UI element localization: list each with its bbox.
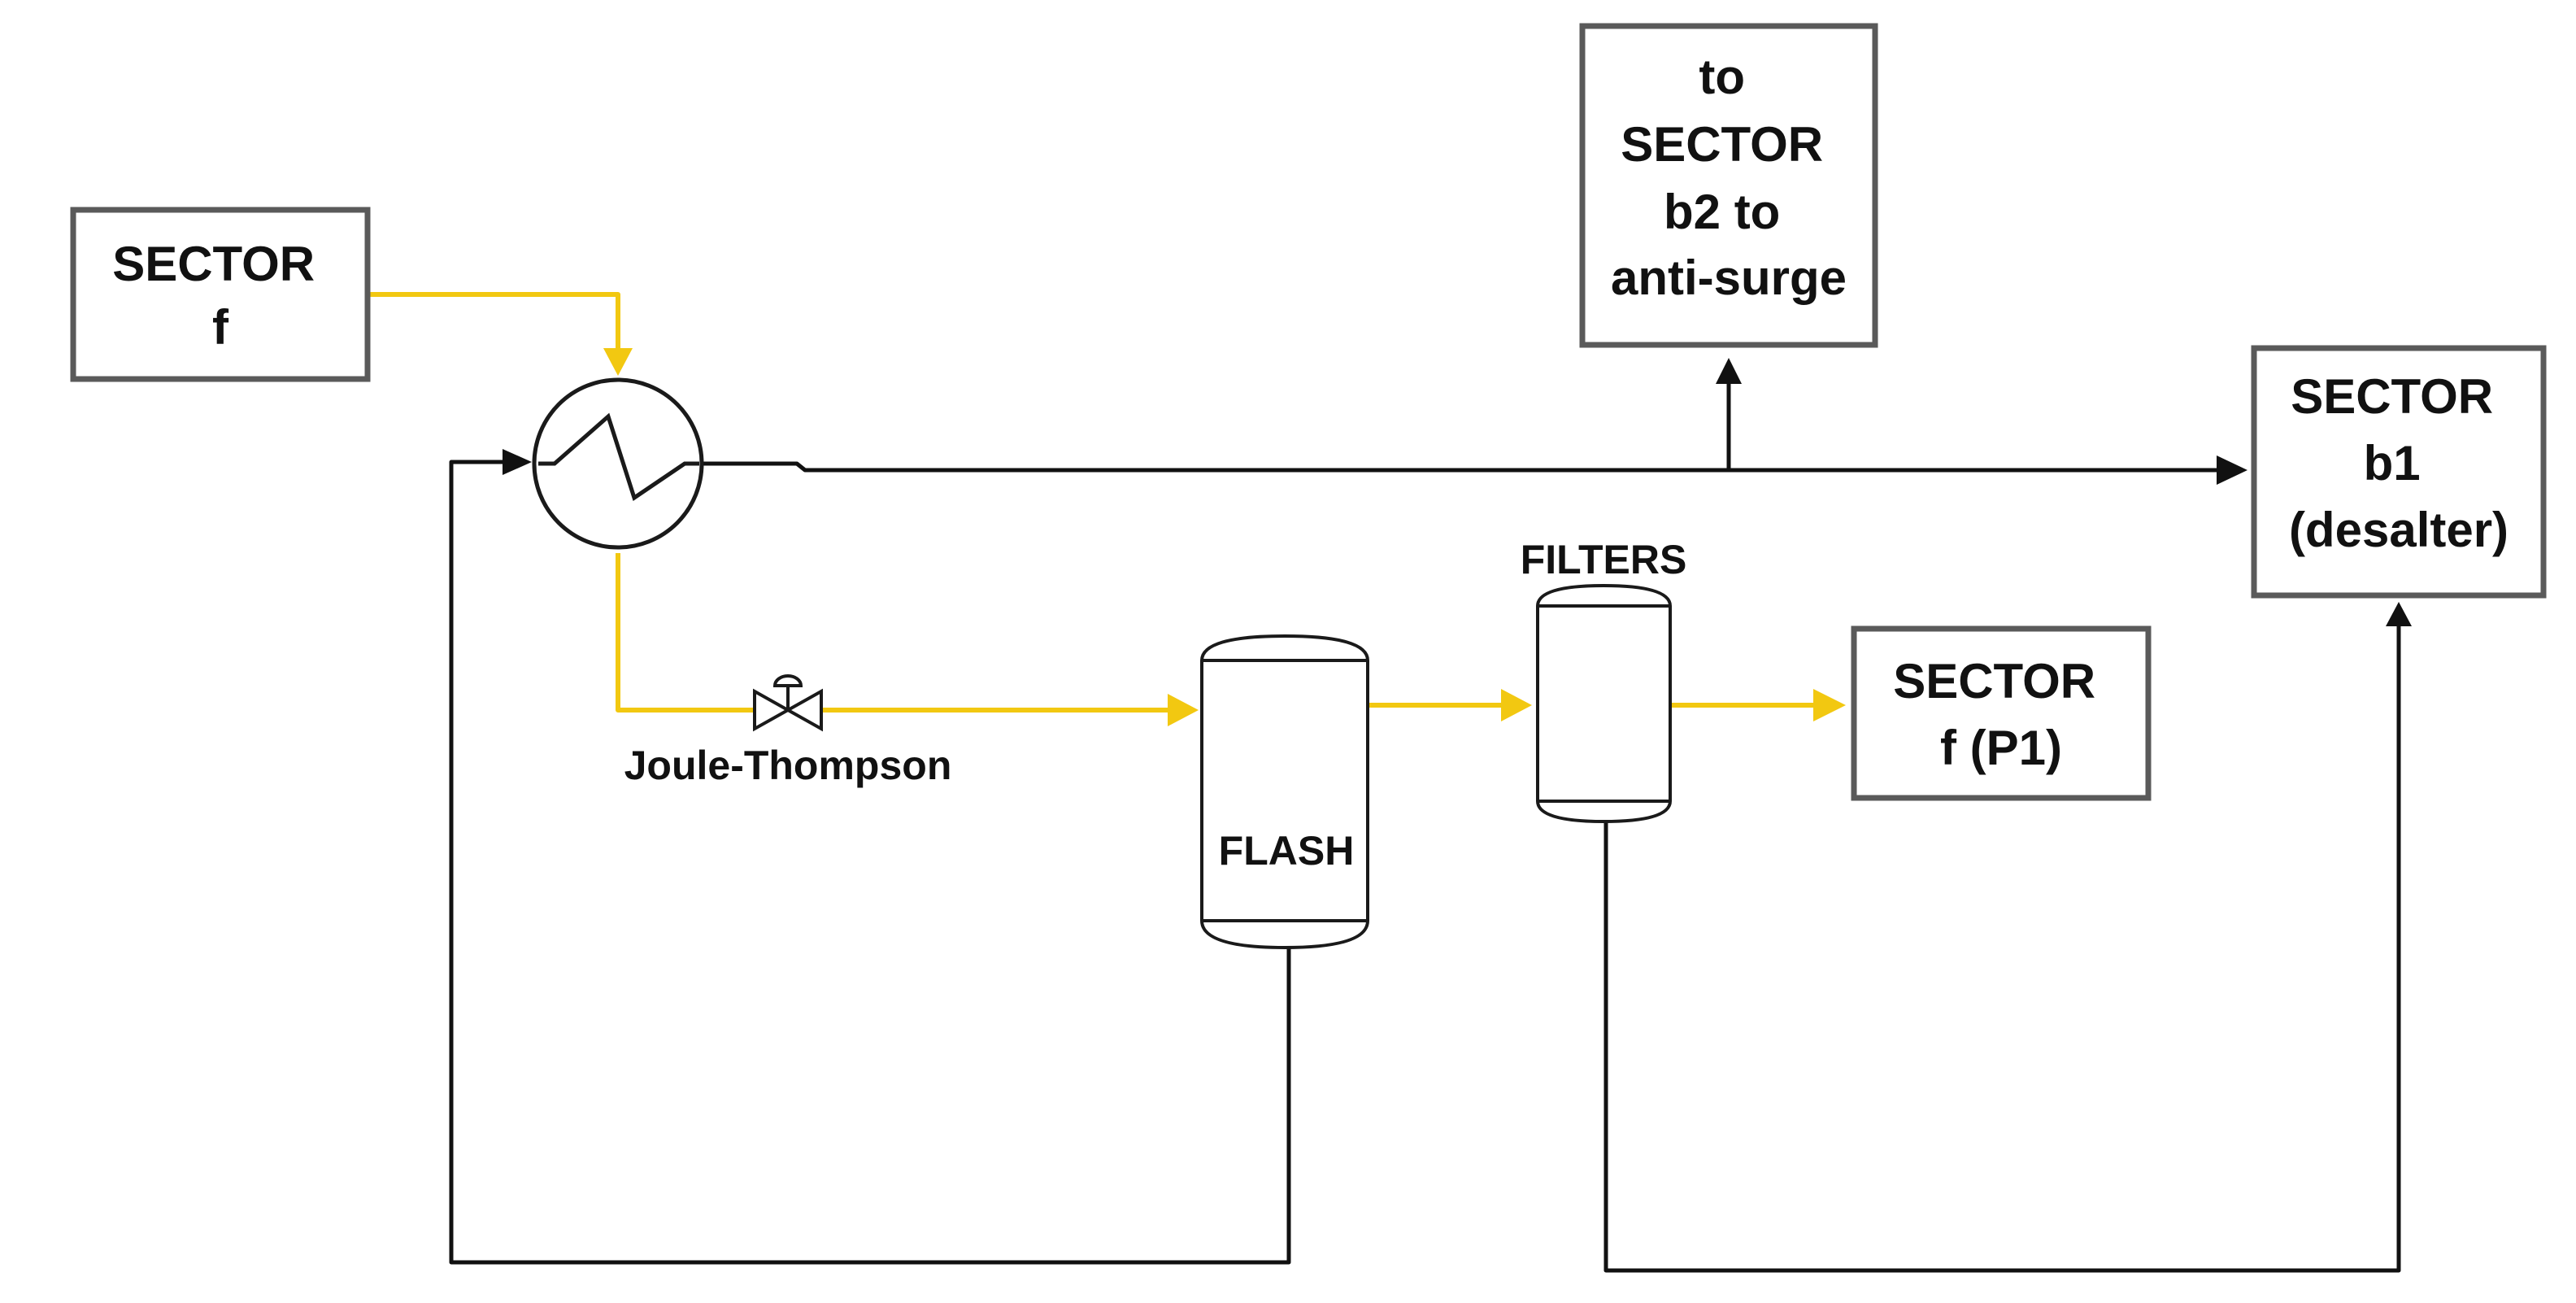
box-sector-f-p1-line-2: f (P1) bbox=[1940, 721, 2062, 775]
yellow-arrowheads bbox=[603, 348, 1846, 726]
filters-label: FILTERS bbox=[1521, 537, 1687, 582]
arrowhead-into-filters bbox=[1501, 689, 1532, 721]
valve-icon[interactable] bbox=[753, 674, 823, 732]
arrowhead-into-flash bbox=[1168, 694, 1199, 726]
box-sector-f-p1-line-1: SECTOR bbox=[1893, 654, 2095, 708]
box-sector-f-in[interactable]: SECTOR f bbox=[70, 207, 371, 382]
stream-exchanger-to-valve bbox=[616, 553, 755, 713]
stream-exchanger-to-sector-b1 bbox=[699, 461, 2220, 473]
svg-text:to SECTOR b2 to: to SECTOR b2 to anti-surge bbox=[1611, 50, 1847, 305]
box-sector-b1-line-2: b1 bbox=[2364, 436, 2421, 490]
valve-label: Joule-Thompson bbox=[624, 743, 952, 788]
arrowhead-into-sector-f-p1 bbox=[1813, 689, 1846, 721]
arrowhead-into-exchanger-recycle bbox=[503, 449, 532, 475]
box-sector-f-in-line-2: f bbox=[212, 300, 229, 355]
arrowhead-into-exchanger bbox=[603, 348, 633, 376]
stream-filters-bottoms-to-b1 bbox=[1603, 625, 2401, 1273]
box-sector-b1-line-1: SECTOR bbox=[2291, 369, 2493, 424]
svg-text:SECTOR b1 (desalte: SECTOR b1 (desalter) bbox=[2289, 369, 2509, 557]
stream-flash-bottoms-recycle bbox=[449, 460, 1291, 1265]
svg-text:SECTOR f (P1): SECTOR f (P1) bbox=[1893, 654, 2109, 775]
arrowhead-into-sector-b1 bbox=[2217, 455, 2247, 485]
arrowhead-up-to-b2 bbox=[1716, 358, 1742, 384]
black-streams bbox=[449, 382, 2401, 1273]
stream-sector-f-to-exchanger bbox=[368, 292, 620, 350]
box-sector-f-in-line-1: SECTOR bbox=[112, 237, 315, 291]
box-sector-b1[interactable]: SECTOR b1 (desalter) bbox=[2251, 345, 2547, 599]
box-sector-b1-line-3: (desalter) bbox=[2289, 503, 2509, 557]
black-arrowheads bbox=[503, 358, 2412, 626]
box-to-sector-b2-line-2: SECTOR bbox=[1621, 117, 1823, 172]
box-to-sector-b2[interactable]: to SECTOR b2 to anti-surge bbox=[1579, 23, 1878, 348]
svg-text:SECTOR f: SECTOR f bbox=[112, 237, 329, 355]
box-sector-f-p1[interactable]: SECTOR f (P1) bbox=[1851, 625, 2152, 801]
arrowhead-up-to-b1 bbox=[2386, 602, 2412, 626]
filters-vessel[interactable] bbox=[1536, 583, 1672, 824]
heat-exchanger-icon[interactable] bbox=[532, 377, 704, 550]
flash-drum[interactable]: FLASH bbox=[1200, 634, 1369, 950]
box-to-sector-b2-line-3: b2 to bbox=[1664, 185, 1780, 239]
box-to-sector-b2-line-4: anti-surge bbox=[1611, 251, 1847, 305]
flash-label: FLASH bbox=[1219, 828, 1355, 874]
yellow-streams bbox=[368, 292, 1813, 713]
box-to-sector-b2-line-1: to bbox=[1699, 50, 1745, 104]
